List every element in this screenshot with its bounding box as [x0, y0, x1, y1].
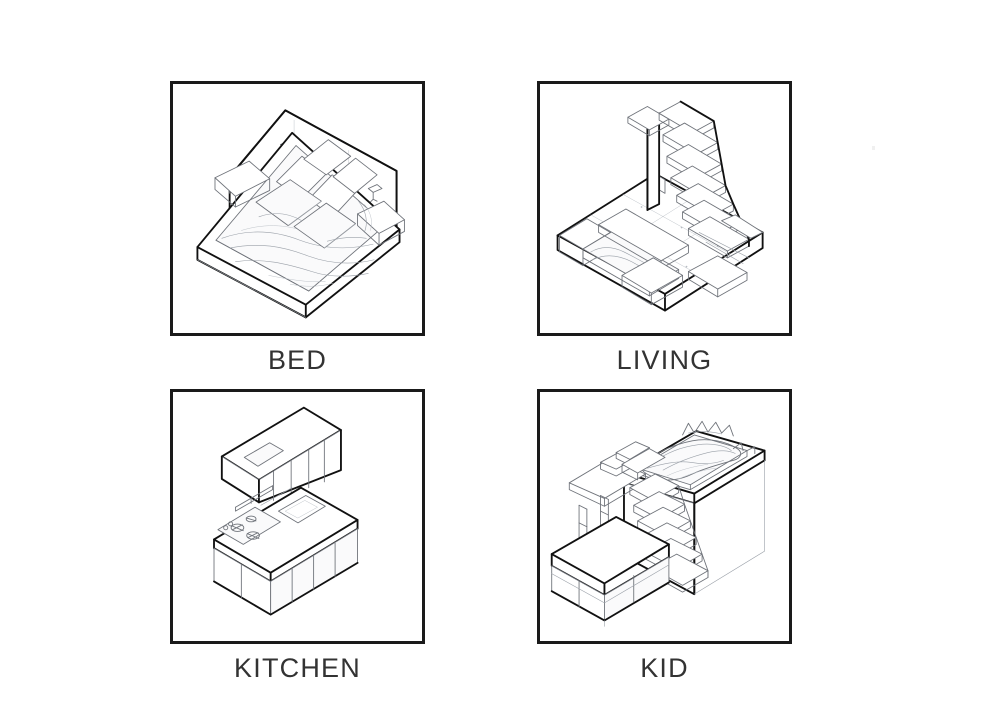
pillows-icon — [255, 139, 378, 249]
sofa-icon — [559, 208, 689, 306]
isometric-kids-room-module-icon — [550, 420, 766, 627]
panel-bed-frame[interactable] — [170, 81, 425, 336]
wall-lamp-right-icon — [367, 184, 383, 203]
panel-kitchen-caption: KITCHEN — [234, 653, 361, 683]
isometric-living-room-module-icon — [556, 100, 764, 312]
sink-icon — [235, 485, 326, 524]
storage-bench-icon — [550, 516, 670, 622]
nightstand-left-icon — [214, 160, 271, 208]
cooktop-icon — [217, 506, 281, 545]
page-speck — [872, 146, 875, 150]
panel-living-caption: LIVING — [616, 345, 713, 375]
isometric-bedroom-module-icon — [196, 109, 405, 319]
upper-cabinets-icon — [220, 406, 342, 504]
isometric-kitchen-module-icon — [213, 406, 359, 616]
panel-kid-frame[interactable] — [537, 389, 792, 644]
panel-kid-caption: KID — [640, 653, 689, 683]
panel-living-frame[interactable] — [537, 81, 792, 336]
nightstand-right-icon — [357, 200, 405, 246]
panel-kitchen-frame[interactable] — [170, 389, 425, 644]
panel-bed-caption: BED — [267, 345, 328, 375]
